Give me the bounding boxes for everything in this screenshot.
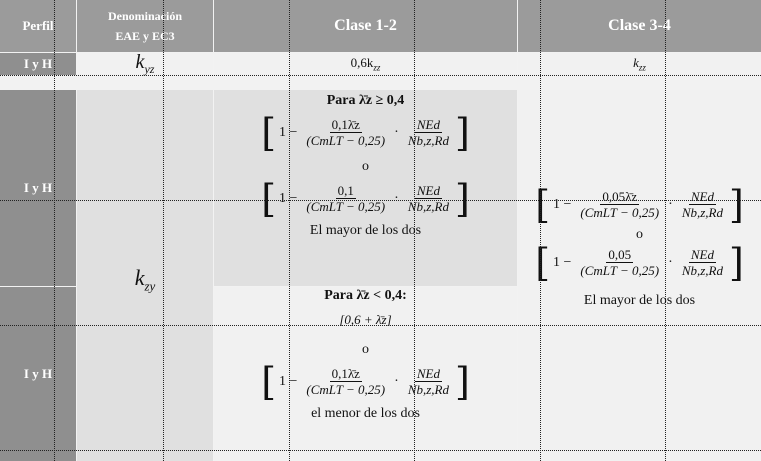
dotted-hline bbox=[0, 200, 761, 201]
bracket-close: ] bbox=[454, 360, 470, 404]
row2-condition: Para λ̄z ≥ 0,4 bbox=[326, 93, 405, 108]
row3-nb: Nb,z,Rd bbox=[407, 382, 449, 397]
bracket-close: ] bbox=[454, 177, 470, 221]
row2-num: 0,1λ̄z bbox=[329, 117, 362, 133]
dotted-vline bbox=[163, 0, 164, 461]
header-denominacion: Denominación EAE y EC3 bbox=[77, 0, 213, 52]
row1-clase34-cell: kzz bbox=[518, 53, 761, 75]
header-denominacion-line2: EAE y EC3 bbox=[115, 29, 175, 43]
clase34-den1: (CmLT − 0,25) bbox=[580, 205, 660, 220]
clase34-formula-1: [ 1 − 0,05λ̄z (CmLT − 0,25) · NEd Nb,z,R… bbox=[535, 186, 744, 224]
row2-den2: (CmLT − 0,25) bbox=[306, 199, 386, 214]
one-minus: 1 − bbox=[279, 374, 298, 389]
dotted-vline bbox=[289, 0, 290, 461]
row2-label: I y H bbox=[0, 90, 76, 286]
header-clase12: Clase 1-2 bbox=[214, 0, 517, 52]
row3-formula: [ 1 − 0,1λ̄z (CmLT − 0,25) · NEd Nb,z,Rd… bbox=[261, 363, 470, 401]
row1-symbol: k bbox=[135, 51, 145, 73]
bracket-close: ] bbox=[454, 111, 470, 155]
clase34-or: o bbox=[636, 227, 643, 242]
row3-den: (CmLT − 0,25) bbox=[306, 382, 386, 397]
row1-clase34-sub: zz bbox=[638, 62, 646, 73]
header-clase34-text: Clase 3-4 bbox=[608, 17, 671, 34]
mult-dot: · bbox=[394, 125, 399, 140]
header-clase34: Clase 3-4 bbox=[518, 0, 761, 52]
mult-dot: · bbox=[668, 197, 673, 212]
row1-clase34: k bbox=[633, 55, 639, 71]
mult-dot: · bbox=[668, 255, 673, 270]
clase34-num2: 0,05 bbox=[606, 247, 634, 263]
clase34-formula-2: [ 1 − 0,05 (CmLT − 0,25) · NEd Nb,z,Rd ] bbox=[535, 244, 744, 282]
row1-label: I y H bbox=[0, 53, 76, 75]
row1-clase12-cell: 0,6kzz bbox=[214, 53, 517, 75]
row2-label-text: I y H bbox=[23, 180, 53, 195]
row3-ned: NEd bbox=[414, 366, 442, 382]
clase34-ned2: NEd bbox=[688, 247, 716, 263]
row3-condition: Para λ̄z < 0,4: bbox=[324, 288, 407, 303]
clase34-block: [ 1 − 0,05λ̄z (CmLT − 0,25) · NEd Nb,z,R… bbox=[518, 90, 761, 461]
clase34-nb2: Nb,z,Rd bbox=[681, 263, 723, 278]
row2-or: o bbox=[362, 159, 369, 174]
dotted-vline bbox=[54, 0, 55, 461]
row3-clase12-cell: Para λ̄z < 0,4: [0,6 + λ̄z] o [ 1 − 0,1λ… bbox=[214, 287, 517, 461]
one-minus: 1 − bbox=[279, 125, 298, 140]
kzy-symbol: k bbox=[134, 264, 145, 290]
dotted-vline bbox=[540, 0, 541, 461]
row3-label-text: I y H bbox=[23, 366, 53, 381]
row2-ned: NEd bbox=[414, 117, 442, 133]
row3-label: I y H bbox=[0, 287, 76, 461]
row1-symbol-sub: yz bbox=[144, 62, 155, 76]
row2-nb2: Nb,z,Rd bbox=[407, 199, 449, 214]
clase34-mayor: El mayor de los dos bbox=[583, 293, 696, 308]
dotted-hline bbox=[0, 450, 761, 451]
clase34-den2: (CmLT − 0,25) bbox=[580, 263, 660, 278]
kzy-cell: kzy bbox=[77, 90, 213, 461]
bracket-close: ] bbox=[728, 241, 744, 285]
row1-symbol-cell: kyz bbox=[77, 51, 213, 76]
row2-num2: 0,1 bbox=[335, 183, 356, 199]
bracket-close: ] bbox=[728, 183, 744, 227]
dotted-hline bbox=[0, 325, 761, 326]
one-minus: 1 − bbox=[553, 255, 572, 270]
clase34-num1: 0,05λ̄z bbox=[600, 189, 640, 205]
header-clase12-text: Clase 1-2 bbox=[334, 17, 397, 34]
row1-clase12-coef: 0,6k bbox=[350, 55, 374, 71]
row3-num: 0,1λ̄z bbox=[329, 366, 362, 382]
dotted-hline bbox=[0, 75, 761, 76]
bracket-open: [ bbox=[261, 360, 277, 404]
bracket-open: [ bbox=[535, 183, 551, 227]
row2-nb: Nb,z,Rd bbox=[407, 133, 449, 148]
row1-label-text: I y H bbox=[23, 56, 53, 71]
bracket-open: [ bbox=[261, 111, 277, 155]
mult-dot: · bbox=[394, 374, 399, 389]
dotted-vline bbox=[665, 0, 666, 461]
row2-clase12-cell: Para λ̄z ≥ 0,4 [ 1 − 0,1λ̄z (CmLT − 0,25… bbox=[214, 90, 517, 286]
header-perfil: Perfil bbox=[0, 0, 76, 52]
row2-formula-2: [ 1 − 0,1 (CmLT − 0,25) · NEd Nb,z,Rd ] bbox=[261, 180, 470, 218]
mult-dot: · bbox=[394, 191, 399, 206]
dotted-vline bbox=[414, 0, 415, 461]
kzy-sub: zy bbox=[144, 278, 156, 294]
row2-den: (CmLT − 0,25) bbox=[306, 133, 386, 148]
bracket-open: [ bbox=[261, 177, 277, 221]
one-minus: 1 − bbox=[279, 191, 298, 206]
clase34-ned1: NEd bbox=[688, 189, 716, 205]
header-denominacion-line1: Denominación bbox=[107, 9, 182, 23]
row2-formula-1: [ 1 − 0,1λ̄z (CmLT − 0,25) · NEd Nb,z,Rd… bbox=[261, 114, 470, 152]
row1-clase12-sub: zz bbox=[373, 62, 381, 73]
header-perfil-text: Perfil bbox=[22, 18, 54, 33]
clase34-nb1: Nb,z,Rd bbox=[681, 205, 723, 220]
row3-expr: [0,6 + λ̄z] bbox=[339, 312, 392, 327]
row2-mayor: El mayor de los dos bbox=[309, 223, 422, 238]
row2-ned2: NEd bbox=[414, 183, 442, 199]
bracket-open: [ bbox=[535, 241, 551, 285]
row3-menor: el menor de los dos bbox=[311, 406, 420, 421]
row3-or: o bbox=[362, 342, 369, 357]
